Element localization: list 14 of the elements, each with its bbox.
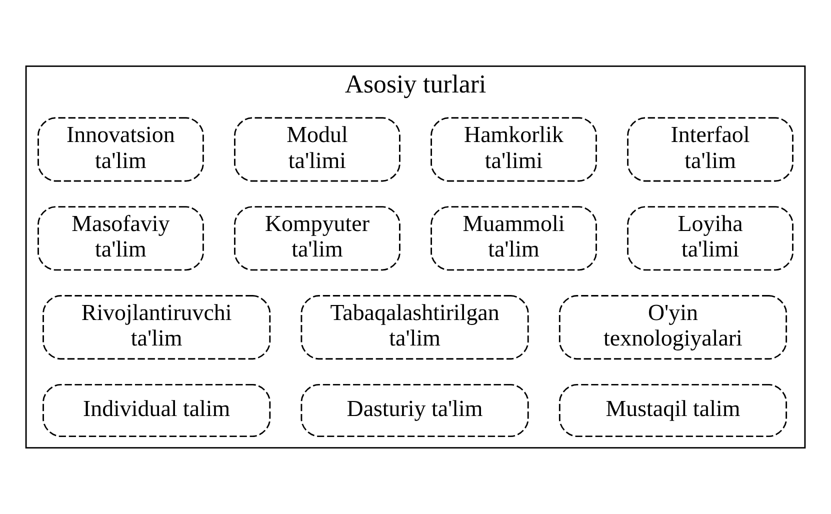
node-box: Rivojlantiruvchi ta'lim <box>42 295 271 360</box>
node-box: Modul ta'limi <box>234 117 400 182</box>
node-box: Muammoli ta'lim <box>430 206 597 271</box>
node-box: Masofaviy ta'lim <box>38 206 204 271</box>
node-box: Loyiha ta'limi <box>627 206 794 271</box>
node-box: Interfaol ta'lim <box>627 117 794 182</box>
node-box: Kompyuter ta'lim <box>234 206 400 271</box>
node-box: Hamkorlik ta'limi <box>430 117 597 182</box>
node-box: Innovatsion ta'lim <box>38 117 204 182</box>
node-box: Individual talim <box>42 384 271 438</box>
node-box: Tabaqalashtirilgan ta'lim <box>300 295 529 360</box>
node-box: Mustaqil talim <box>558 384 788 438</box>
node-box: Dasturiy ta'lim <box>300 384 529 438</box>
node-box: O'yin texnologiyalari <box>558 295 788 360</box>
